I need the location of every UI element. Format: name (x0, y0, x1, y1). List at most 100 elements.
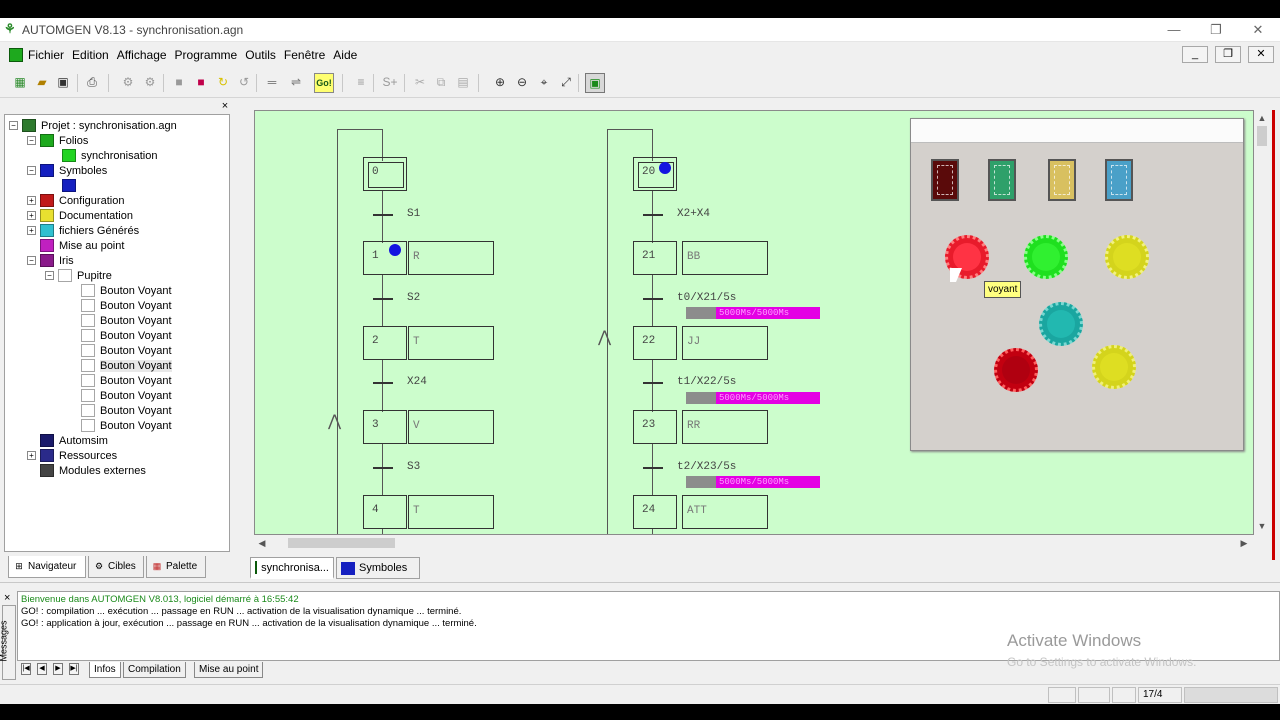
lamp-teal[interactable] (1039, 302, 1083, 346)
go-icon[interactable]: Go! (314, 73, 334, 93)
collapse-icon[interactable]: − (27, 256, 36, 265)
transition[interactable] (643, 467, 663, 469)
mdi-minimize-button[interactable]: _ (1182, 46, 1208, 63)
step-1[interactable]: 1 (363, 241, 407, 275)
stop-icon[interactable]: ■ (175, 75, 183, 89)
tree-item-bouton-voyant[interactable]: Bouton Voyant (81, 313, 172, 328)
transition[interactable] (643, 298, 663, 300)
tab-navigateur[interactable]: ⊞ Navigateur (8, 556, 86, 578)
next-icon[interactable]: ▶ (53, 663, 63, 675)
expand-icon[interactable]: + (27, 451, 36, 460)
push-button-blue[interactable] (1105, 159, 1133, 201)
mdi-restore-button[interactable]: ❐ (1215, 46, 1241, 63)
step-21[interactable]: 21 (633, 241, 677, 275)
messages-output[interactable]: Bienvenue dans AUTOMGEN V8.013, logiciel… (17, 591, 1280, 661)
tree-item-bouton-voyant[interactable]: Bouton Voyant (81, 343, 172, 358)
symbol-add-icon[interactable]: S+ (382, 75, 398, 89)
push-button-red[interactable] (931, 159, 959, 201)
tree-item-configuration[interactable]: + Configuration (27, 193, 124, 208)
tree-item-documentation[interactable]: + Documentation (27, 208, 133, 223)
scroll-up-icon[interactable]: ▲ (1257, 113, 1267, 123)
prev-icon[interactable]: ◀ (37, 663, 47, 675)
zoom-area-icon[interactable]: ⤢ (561, 74, 571, 89)
compile-icon[interactable]: ⚙ (122, 75, 134, 89)
menu-outils[interactable]: Outils (245, 48, 276, 62)
tree-item-iris[interactable]: − Iris (27, 253, 74, 268)
collapse-icon[interactable]: − (27, 136, 36, 145)
step-0[interactable]: 0 (363, 157, 407, 191)
transition[interactable] (373, 214, 393, 216)
action-box[interactable]: BB (682, 241, 768, 275)
lamp-dark-red[interactable] (994, 348, 1038, 392)
vertical-scrollbar[interactable]: ▲ ▼ (1254, 110, 1270, 535)
tab-mise-au-point[interactable]: Mise au point (194, 662, 264, 678)
step-3[interactable]: 3 (363, 410, 407, 444)
new-project-icon[interactable]: ▦ (14, 75, 26, 89)
expand-icon[interactable]: + (27, 196, 36, 205)
messages-side-tab[interactable]: Messages (0, 605, 16, 680)
tab-synchronisation[interactable]: synchronisa... (250, 557, 334, 579)
transition[interactable] (373, 467, 393, 469)
menu-programme[interactable]: Programme (174, 48, 238, 62)
tab-cibles[interactable]: ⚙ Cibles (88, 556, 144, 578)
menu-aide[interactable]: Aide (333, 48, 358, 62)
scroll-thumb[interactable] (1257, 126, 1267, 146)
step-icon[interactable]: ↻ (217, 75, 229, 89)
save-icon[interactable]: ▣ (57, 75, 69, 89)
lamp-yellow-2[interactable] (1092, 345, 1136, 389)
open-folder-icon[interactable]: ▰ (37, 75, 47, 89)
tree-item-bouton-voyant[interactable]: Bouton Voyant (81, 283, 172, 298)
connect-icon[interactable]: ═ (267, 75, 277, 89)
tree-item-symbol-table[interactable] (62, 178, 81, 193)
tree-item-bouton-voyant[interactable]: Bouton Voyant (81, 418, 172, 433)
menu-fenetre[interactable]: Fenêtre (283, 48, 326, 62)
step-20[interactable]: 20 (633, 157, 677, 191)
compile-all-icon[interactable]: ⚙ (144, 75, 156, 89)
tree-item-symboles[interactable]: − Symboles (27, 163, 107, 178)
step-23[interactable]: 23 (633, 410, 677, 444)
tree-item-folio-synchronisation[interactable]: synchronisation (62, 148, 157, 163)
transition[interactable] (373, 382, 393, 384)
panel-close-icon[interactable]: × (221, 100, 229, 112)
menu-edition[interactable]: Edition (72, 48, 109, 62)
tree-item-folios[interactable]: − Folios (27, 133, 88, 148)
tree-item-modules-externes[interactable]: Modules externes (40, 463, 146, 478)
first-icon[interactable]: |◀ (21, 663, 31, 675)
copy-icon[interactable]: ⧉ (436, 74, 446, 89)
push-button-green[interactable] (988, 159, 1016, 201)
tree-item-bouton-voyant[interactable]: Bouton Voyant (81, 388, 172, 403)
list-icon[interactable]: ≡ (357, 75, 365, 89)
tab-symboles[interactable]: Symboles (336, 557, 420, 579)
step-2[interactable]: 2 (363, 326, 407, 360)
collapse-icon[interactable]: − (9, 121, 18, 130)
horizontal-scrollbar[interactable]: ◀ ▶ (254, 535, 1254, 551)
step-4[interactable]: 4 (363, 495, 407, 529)
zoom-out-icon[interactable]: ⊖ (516, 75, 528, 89)
close-button[interactable]: ✕ (1252, 22, 1264, 37)
tree-item-fichiers-generes[interactable]: + fichiers Générés (27, 223, 139, 238)
collapse-icon[interactable]: − (45, 271, 54, 280)
transition[interactable] (643, 382, 663, 384)
menu-fichier[interactable]: Fichier (28, 48, 65, 62)
zoom-fit-icon[interactable]: ⌖ (540, 74, 548, 89)
step-22[interactable]: 22 (633, 326, 677, 360)
iris-title-bar[interactable] (911, 119, 1243, 143)
menu-affichage[interactable]: Affichage (116, 48, 167, 62)
tab-infos[interactable]: Infos (89, 662, 121, 678)
mdi-close-button[interactable]: ✕ (1248, 46, 1274, 63)
minimize-button[interactable]: — (1167, 22, 1181, 37)
scroll-left-icon[interactable]: ◀ (258, 538, 266, 548)
tree-item-pupitre[interactable]: − Pupitre (45, 268, 112, 283)
tree-item-bouton-voyant[interactable]: Bouton Voyant (81, 298, 172, 313)
iris-desk-panel[interactable] (910, 118, 1244, 451)
tab-compilation[interactable]: Compilation (123, 662, 186, 678)
panel-splitter[interactable] (238, 98, 248, 582)
step-24[interactable]: 24 (633, 495, 677, 529)
push-button-yellow[interactable] (1048, 159, 1076, 201)
messages-close-icon[interactable]: × (4, 592, 11, 604)
cut-icon[interactable]: ✂ (414, 75, 426, 89)
last-icon[interactable]: ▶| (69, 663, 79, 675)
tree-item-bouton-voyant[interactable]: Bouton Voyant (81, 328, 172, 343)
tree-item-bouton-voyant[interactable]: Bouton Voyant (81, 403, 172, 418)
transition[interactable] (373, 298, 393, 300)
